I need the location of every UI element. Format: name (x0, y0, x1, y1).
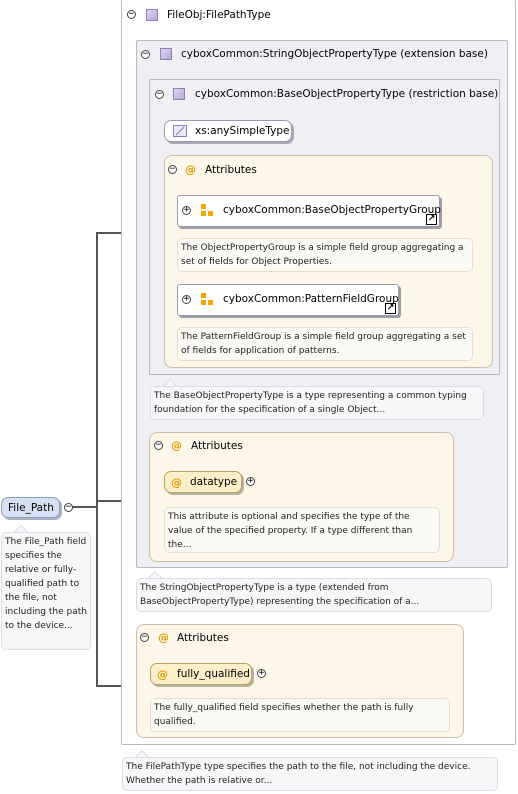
simple-type-pill[interactable]: xs:anySimpleType (164, 120, 292, 142)
attribute-icon: @ (158, 631, 169, 644)
attribute-icon: @ (157, 668, 168, 681)
attribute-group-icon (201, 293, 214, 306)
collapse-icon[interactable]: − (155, 89, 164, 99)
datatype-attribute-label: datatype (190, 476, 238, 488)
attributes-label: Attributes (177, 632, 229, 644)
connector-line (96, 232, 98, 686)
attribute-icon: @ (171, 439, 182, 452)
file-path-element[interactable]: File_Path (1, 497, 60, 518)
complex-type-icon (160, 48, 172, 60)
file-path-doc: The File_Path field specifies the relati… (1, 532, 91, 650)
attributes-label: Attributes (205, 164, 257, 176)
attribute-group-box[interactable] (177, 195, 440, 227)
attributes-label: Attributes (191, 440, 243, 452)
extension-base-label: cyboxCommon:StringObjectPropertyType (ex… (181, 48, 488, 60)
restriction-base-label: cyboxCommon:BaseObjectPropertyType (rest… (195, 88, 499, 100)
filepathtype-label: FileObj:FilePathType (167, 9, 271, 21)
expand-icon[interactable]: + (257, 668, 266, 678)
filepathtype-doc: The FilePathType type specifies the path… (122, 757, 498, 791)
collapse-icon[interactable]: − (141, 49, 150, 59)
collapse-icon[interactable]: − (127, 9, 136, 19)
complex-type-icon (146, 9, 158, 21)
connector-line (73, 506, 97, 508)
simple-type-label: xs:anySimpleType (195, 125, 290, 137)
collapse-icon[interactable]: − (140, 632, 149, 642)
attribute-group-icon (201, 204, 214, 217)
expand-icon[interactable]: + (182, 205, 191, 215)
expand-icon[interactable]: + (246, 476, 255, 486)
link-icon[interactable]: ↗ (385, 303, 396, 314)
attribute-group-label: cyboxCommon:PatternFieldGroup (223, 293, 399, 305)
simple-type-icon (173, 125, 187, 137)
datatype-attribute-pill[interactable] (164, 471, 242, 493)
expand-icon[interactable]: + (182, 294, 191, 304)
attribute-icon: @ (185, 163, 196, 176)
attribute-icon: @ (171, 476, 182, 489)
collapse-icon[interactable]: − (168, 164, 177, 174)
attribute-group-doc: The ObjectPropertyGroup is a simple fiel… (177, 238, 473, 272)
fully-qualified-attribute-pill[interactable] (150, 663, 252, 685)
fully-qualified-attribute-doc: The fully_qualified field specifies whet… (150, 698, 450, 732)
restriction-base-doc: The BaseObjectPropertyType is a type rep… (150, 386, 484, 420)
fully-qualified-attribute-label: fully_qualified (177, 668, 250, 680)
datatype-attribute-doc: This attribute is optional and specifies… (164, 507, 440, 553)
complex-type-icon (173, 88, 185, 100)
link-icon[interactable]: ↗ (426, 214, 437, 225)
attribute-group-doc: The PatternFieldGroup is a simple field … (177, 327, 473, 361)
attribute-group-box[interactable] (177, 284, 399, 316)
collapse-icon[interactable]: − (154, 440, 163, 450)
collapse-icon[interactable]: − (64, 502, 73, 512)
attribute-group-label: cyboxCommon:BaseObjectPropertyGroup (223, 204, 441, 216)
file-path-label: File_Path (8, 502, 54, 514)
extension-base-doc: The StringObjectPropertyType is a type (… (136, 578, 492, 612)
